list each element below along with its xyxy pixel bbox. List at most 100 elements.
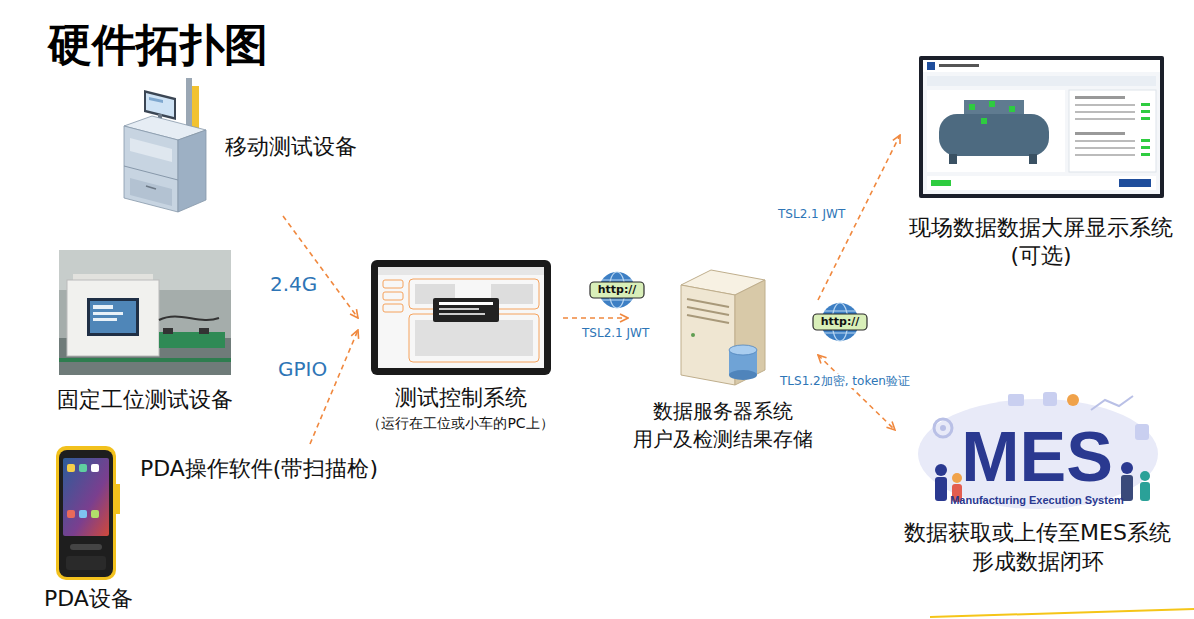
edge-label: TSL2.1 JWT — [580, 326, 651, 340]
tablet-screen-icon-part — [409, 279, 539, 309]
edge-label: TSL2.1 JWT — [776, 207, 847, 221]
mes-illustration-part — [934, 419, 952, 437]
dashboard-screen-icon-part — [939, 114, 1049, 156]
fixed-station-node: 固定工位测试设备 — [52, 250, 237, 415]
mobile-test-cart-icon-part — [130, 138, 172, 162]
http-globe-icon-part — [824, 311, 856, 312]
tablet-screen-icon-part — [383, 304, 403, 312]
accent-line — [930, 609, 1194, 617]
dashboard-screen-icon-part — [923, 60, 1160, 72]
mes-subtitle-text: Manufacturing Execution System — [912, 494, 1162, 507]
http-globe-icon — [813, 303, 867, 341]
url-badge-text: http:// — [590, 282, 644, 298]
pda-device-icon-part — [91, 464, 99, 472]
dashboard-screen-icon-part — [1141, 103, 1150, 106]
mobile-test-cart-icon-part — [149, 97, 163, 103]
dashboard-screen-icon-part — [949, 154, 957, 164]
tablet-screen-icon-part — [371, 260, 551, 375]
mobile-test-cart-icon-part — [130, 178, 172, 206]
fixed-station-photo-part — [67, 280, 159, 356]
pda-device-icon-part — [56, 446, 116, 580]
mes-illustration-part — [1008, 394, 1024, 406]
dashed-connector — [563, 317, 628, 319]
tablet-screen-icon-part — [383, 280, 403, 288]
server-tower-icon — [673, 265, 773, 387]
mes-illustration-part — [940, 425, 946, 431]
dashboard-screen-icon-part — [1141, 139, 1150, 142]
mes-illustration-part — [952, 473, 962, 483]
dashboard-screen-icon-part — [1075, 147, 1135, 149]
server-tower-icon-part — [687, 299, 729, 307]
big-screen-node: 现场数据数据大屏显示系统 (可选) — [900, 56, 1182, 269]
dashboard-screen-icon-part — [1075, 96, 1125, 99]
mes-logo-text: MES — [912, 422, 1162, 492]
software-caption: PDA操作软件(带扫描枪) — [140, 454, 410, 484]
url-badge-text: http:// — [813, 314, 867, 330]
mes-illustration-part — [935, 477, 947, 501]
tablet-screen-icon-part — [415, 320, 533, 356]
mobile-test-cart-icon — [118, 78, 213, 216]
fixed-station-photo-part — [163, 328, 173, 334]
server-tower-icon-part — [687, 307, 729, 315]
pda-device-icon-part — [59, 450, 113, 577]
dashboard-screen-icon-part — [927, 62, 935, 70]
fixed-station-photo-part — [199, 328, 209, 334]
dashboard-screen-icon-part — [969, 104, 975, 110]
mes-illustration-part — [1121, 462, 1133, 474]
mes-illustration-part — [1067, 394, 1079, 406]
dashboard-screen-icon-part — [1075, 140, 1135, 142]
pda-device-icon-part — [70, 544, 102, 550]
http-globe-icon-part — [824, 333, 856, 334]
dashboard-screen-icon-part — [927, 176, 1156, 190]
node-caption: 固定工位测试设备 — [57, 385, 233, 415]
mes-illustration-part — [1043, 392, 1057, 406]
dashboard-screen-icon-part — [1075, 104, 1135, 106]
edge-label: GPIO — [276, 357, 329, 381]
pda-node: PDA操作软件(带扫描枪)PDA设备 — [40, 444, 410, 614]
fixed-station-photo-part — [93, 305, 113, 309]
tablet-screen-icon-part — [439, 313, 485, 315]
http-globe-icon — [590, 272, 644, 308]
dashboard-screen-icon-part — [1141, 146, 1150, 149]
dashboard-screen-icon-part — [1141, 110, 1150, 113]
node-caption: 现场数据数据大屏显示系统 (可选) — [900, 214, 1182, 269]
mobile-test-cart-icon-part — [178, 130, 206, 212]
test-control-node: 测试控制系统（运行在工位或小车的PC上） — [358, 260, 563, 433]
node-caption: 移动测试设备 — [225, 132, 357, 162]
mobile-test-cart-icon-part — [124, 126, 178, 212]
data-server-node: 数据服务器系统 用户及检测结果存储 — [628, 265, 818, 453]
dashboard-screen-icon-part — [1075, 111, 1135, 113]
pda-device-icon — [48, 444, 126, 582]
mobile-device-node: 移动测试设备 — [118, 78, 357, 216]
fixed-station-photo-part — [159, 332, 225, 348]
dashboard-screen-icon-part — [1029, 154, 1037, 164]
pda-device-icon-part — [67, 464, 75, 472]
mes-illustration-part — [1135, 424, 1149, 440]
node-caption: 数据获取或上传至MES系统 形成数据闭环 — [895, 519, 1180, 576]
fixed-station-photo-part — [87, 298, 139, 336]
dashed-connector — [818, 355, 895, 430]
fixed-station-photo-part — [159, 316, 219, 320]
fixed-station-photo-part — [59, 358, 231, 362]
server-tower-icon-part — [729, 370, 757, 380]
http-globe-icon-part — [590, 282, 644, 298]
dashboard-screen-icon-part — [1075, 154, 1135, 156]
tablet-screen-icon-part — [439, 308, 479, 310]
fixed-station-photo-part — [59, 250, 231, 375]
edge-label: TLS1.2加密, token验证 — [778, 374, 912, 388]
dashboard-screen-icon-part — [1141, 117, 1150, 120]
pda-device-icon-part — [67, 510, 75, 518]
server-tower-icon-part — [729, 345, 757, 355]
dashboard-screen-icon-part — [927, 76, 1156, 86]
fixed-station-photo-part — [93, 312, 123, 315]
dashboard-screen-icon-part — [1075, 132, 1125, 135]
tablet-screen-icon-part — [383, 292, 403, 300]
fixed-station-photo — [59, 250, 231, 375]
dashboard-screen-icon-part — [1119, 179, 1151, 187]
mobile-test-cart-icon-part — [124, 166, 178, 180]
pda-device-icon-part — [79, 464, 87, 472]
dashboard-screen-icon — [919, 56, 1164, 198]
dashboard-screen-icon-part — [989, 101, 995, 107]
page-title: 硬件拓扑图 — [48, 16, 268, 75]
mobile-test-cart-icon-part — [146, 186, 156, 189]
